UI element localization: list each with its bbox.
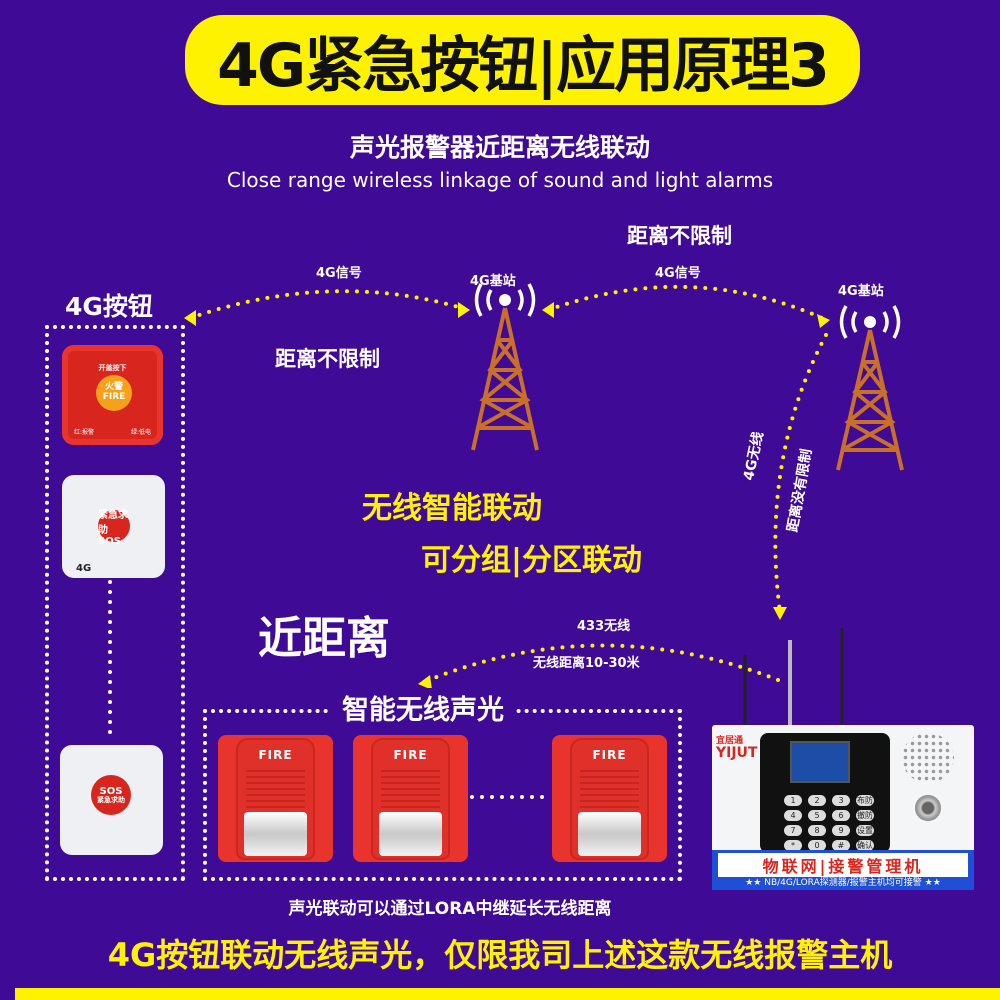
keypad-key: 7	[784, 825, 802, 836]
label-4g-signal: 4G信号	[655, 266, 701, 281]
tower-icon	[836, 305, 904, 471]
keypad-key: 布防	[856, 795, 874, 806]
strobe-alarm: FIRE	[353, 735, 468, 862]
label-group-linkage: 可分组|分区联动	[421, 543, 642, 578]
keypad-key: 6	[832, 810, 850, 821]
link-station-to-station	[546, 284, 824, 320]
keypad-key: #	[832, 840, 850, 851]
label-433-wireless: 433无线	[577, 619, 631, 634]
strobe-alarm: FIRE	[552, 735, 667, 862]
label-smart-strobe: 智能无线声光	[330, 688, 516, 727]
link-station-to-host	[773, 333, 828, 614]
keypad-key: 1	[784, 795, 802, 806]
arrow-icon	[418, 675, 432, 690]
label-4g-station: 4G基站	[470, 274, 516, 289]
keypad-key: *	[784, 840, 802, 851]
label-4g-signal: 4G信号	[316, 266, 362, 281]
label-4g-button: 4G按钮	[65, 292, 153, 321]
label-wireless-range: 无线距离10-30米	[533, 656, 640, 671]
tower-icon	[471, 283, 539, 451]
label-distance-unlimited: 距离不限制	[627, 224, 732, 248]
subtitle-en: Close range wireless linkage of sound an…	[226, 168, 774, 192]
keypad-key: 3	[832, 795, 850, 806]
keypad-key: 9	[832, 825, 850, 836]
button-group-box	[45, 325, 185, 881]
keypad-key: 5	[808, 810, 826, 821]
keypad-key: 0	[808, 840, 826, 851]
label-smart-linkage: 无线智能联动	[362, 491, 542, 526]
arrow-icon	[773, 607, 787, 620]
lora-note: 声光联动可以通过LORA中继延长无线距离	[288, 899, 612, 919]
subtitle-cn: 声光报警器近距离无线联动	[349, 133, 650, 162]
keypad-key: 2	[808, 795, 826, 806]
label-short-range: 近距离	[258, 613, 390, 664]
keypad-key: 确认	[856, 840, 874, 851]
link-button-to-station	[188, 289, 464, 320]
link-host-to-strobes	[422, 643, 780, 684]
lock-icon	[915, 795, 941, 821]
antenna-icon	[743, 628, 844, 730]
arrow-icon	[458, 302, 470, 318]
label-4g-station: 4G基站	[838, 284, 884, 299]
arrow-icon	[817, 314, 830, 328]
title-banner: 4G紧急按钮|应用原理3	[185, 15, 860, 105]
footer-bar	[15, 988, 1000, 1000]
keypad-key: 4	[784, 810, 802, 821]
sos-panel: 紧急求助 SOS 4G	[62, 475, 165, 578]
sos-button: SOS 紧急求助	[60, 745, 163, 855]
speaker-icon	[902, 733, 954, 783]
fire-alarm-button: 开盖按下 火警 FIRE 红:报警 绿:低电	[62, 345, 163, 445]
label-distance-unlimited: 距离不限制	[275, 347, 380, 371]
host-label-strip: 物联网|接警管理机 ★★ NB/4G/LORA探测器/报警主机均可接警 ★★	[712, 850, 974, 890]
strobe-alarm: FIRE	[218, 735, 333, 862]
arrow-icon	[184, 310, 196, 326]
keypad-key: 撤防	[856, 810, 874, 821]
keypad-key: 8	[808, 825, 826, 836]
arrow-icon	[542, 302, 554, 318]
footer-note: 4G按钮联动无线声光，仅限我司上述这款无线报警主机	[107, 936, 893, 974]
keypad-key: 设置	[856, 825, 874, 836]
page-title: 4G紧急按钮|应用原理3	[217, 30, 830, 101]
